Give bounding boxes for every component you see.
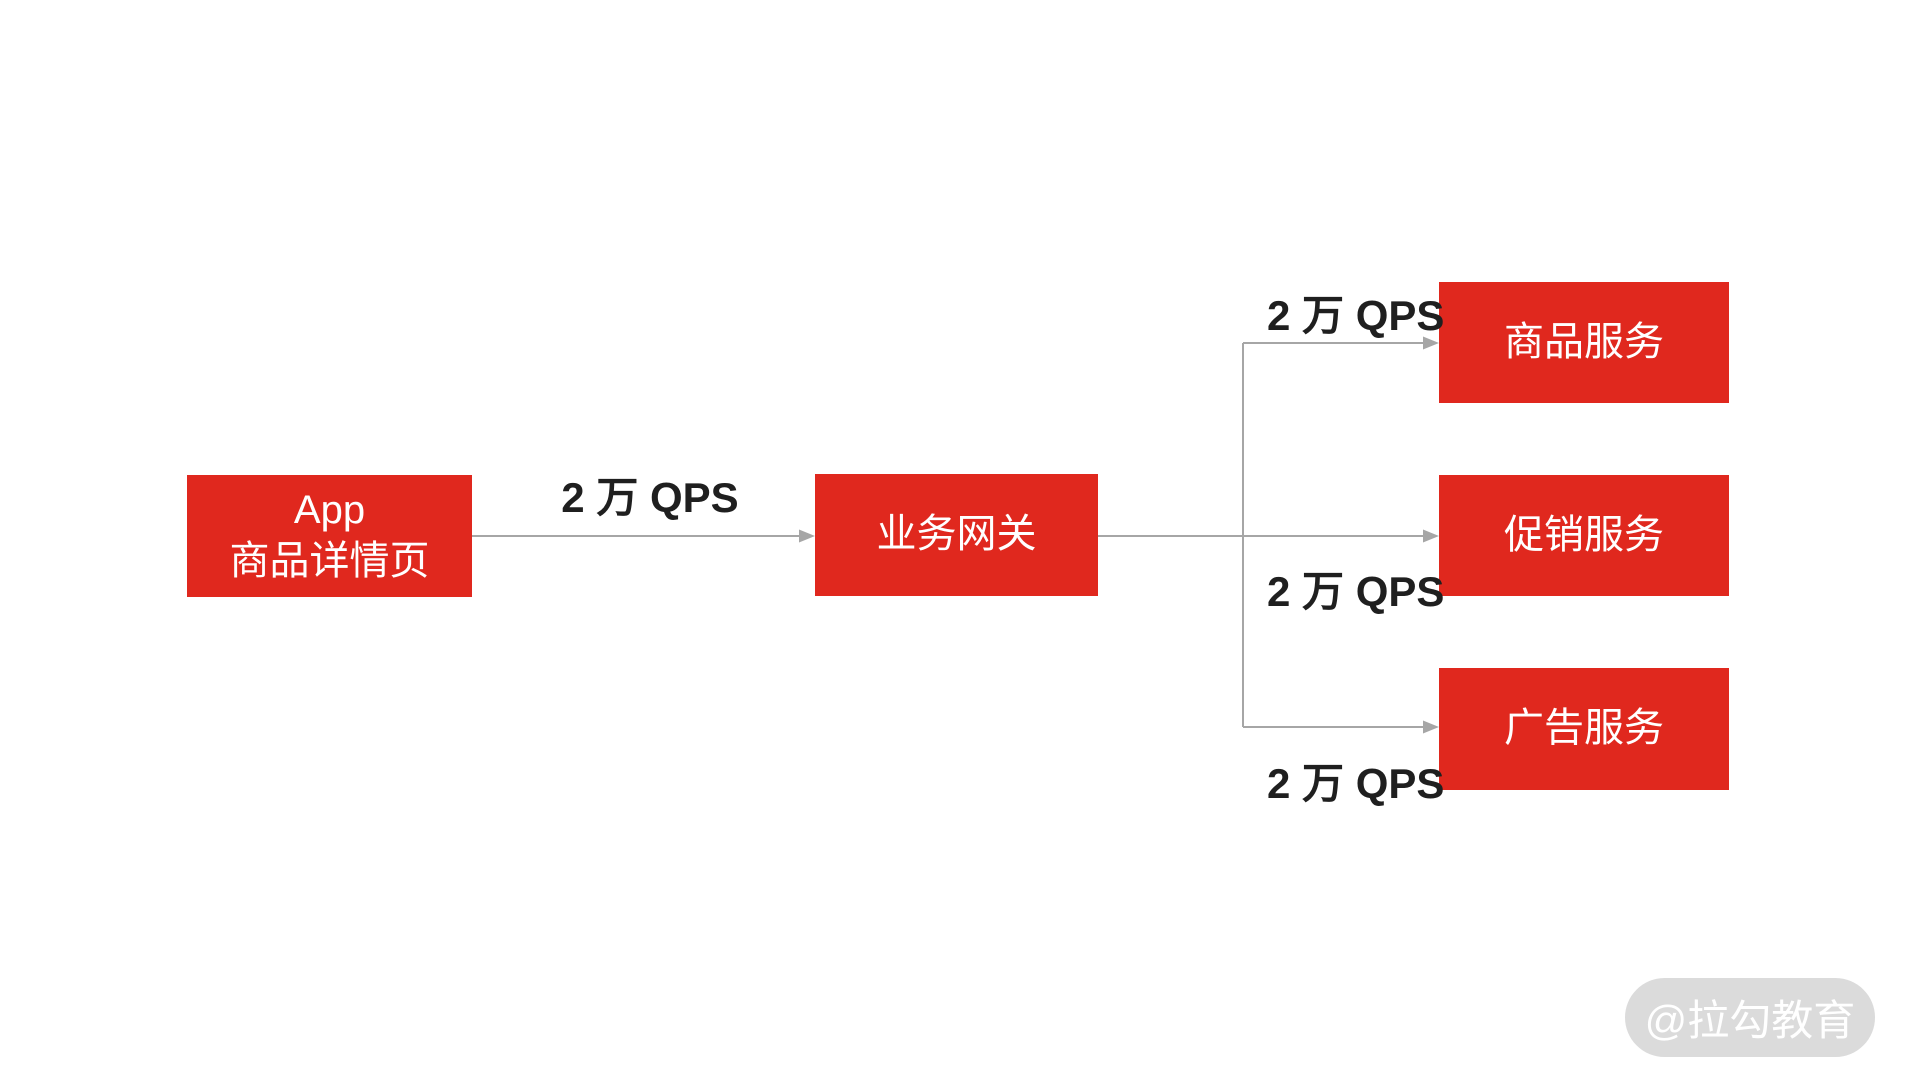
node-ad-service-label: 广告服务 <box>1504 706 1664 751</box>
lagou-education-watermark: @拉勾教育 <box>1625 978 1875 1057</box>
arrowhead-gateway-to-ad <box>1423 720 1439 734</box>
node-app-product-detail-page: App 商品详情页 <box>187 475 472 597</box>
arrowhead-gateway-to-product <box>1423 336 1439 350</box>
edge-label-app-to-gateway-qps: 2 万 QPS <box>561 474 739 521</box>
node-promotion-service-label: 促销服务 <box>1504 512 1664 557</box>
node-product-service-label: 商品服务 <box>1504 319 1664 364</box>
node-app-label-line2: 商品详情页 <box>229 539 430 583</box>
node-product-service: 商品服务 <box>1439 282 1729 403</box>
arrowhead-gateway-to-promotion <box>1423 529 1439 543</box>
edge-label-gateway-to-promotion-qps: 2 万 QPS <box>1267 568 1445 615</box>
node-business-gateway-label: 业务网关 <box>876 512 1037 557</box>
watermark-text: @拉勾教育 <box>1644 997 1856 1044</box>
edge-label-gateway-to-product-qps: 2 万 QPS <box>1267 292 1445 339</box>
node-promotion-service: 促销服务 <box>1439 475 1729 596</box>
arrowhead-app-to-gateway <box>799 529 815 543</box>
edge-label-gateway-to-ad-qps: 2 万 QPS <box>1267 760 1445 807</box>
node-app-label-line1: App <box>293 487 366 532</box>
node-business-gateway: 业务网关 <box>815 474 1098 596</box>
node-ad-service: 广告服务 <box>1439 668 1729 790</box>
